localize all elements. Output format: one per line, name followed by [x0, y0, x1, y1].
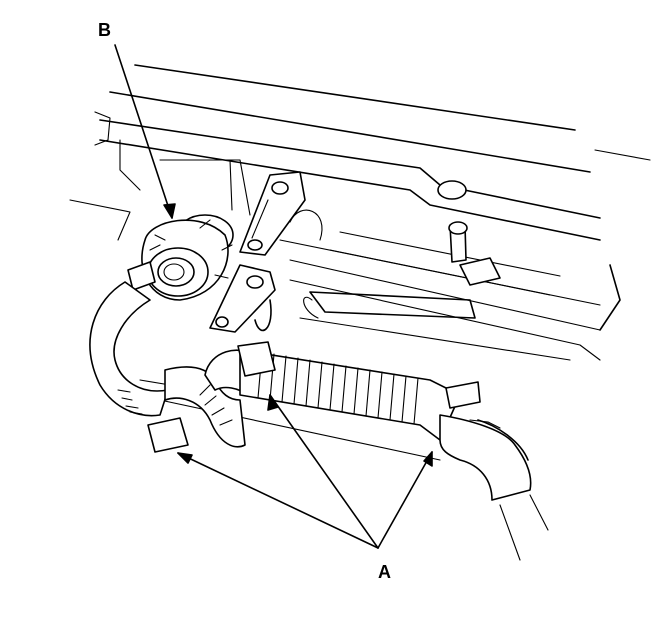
upper-bracket [239, 171, 306, 256]
right-clip [448, 221, 501, 286]
frame-member [94, 64, 651, 331]
small-pipe [303, 291, 476, 319]
leader-a-1-arrow [177, 452, 193, 464]
hose-clamps [237, 341, 481, 409]
leader-b [114, 44, 173, 219]
lower-bracket [209, 264, 276, 333]
leader-a-3 [377, 451, 433, 549]
leader-a-3-arrow [423, 451, 433, 467]
callout-label-b: B [98, 20, 111, 40]
right-hose-end [439, 414, 549, 561]
callout-leaders [114, 44, 433, 549]
wire [469, 419, 501, 429]
leader-a-2-arrow [267, 394, 279, 411]
leader-b-arrow [163, 203, 176, 219]
left-hose [89, 281, 169, 417]
valve-b [127, 214, 234, 301]
leader-a-1 [177, 452, 379, 549]
left-hose-clamp [147, 417, 189, 453]
callout-label-a: A [378, 562, 391, 582]
leader-a-2 [269, 394, 379, 549]
